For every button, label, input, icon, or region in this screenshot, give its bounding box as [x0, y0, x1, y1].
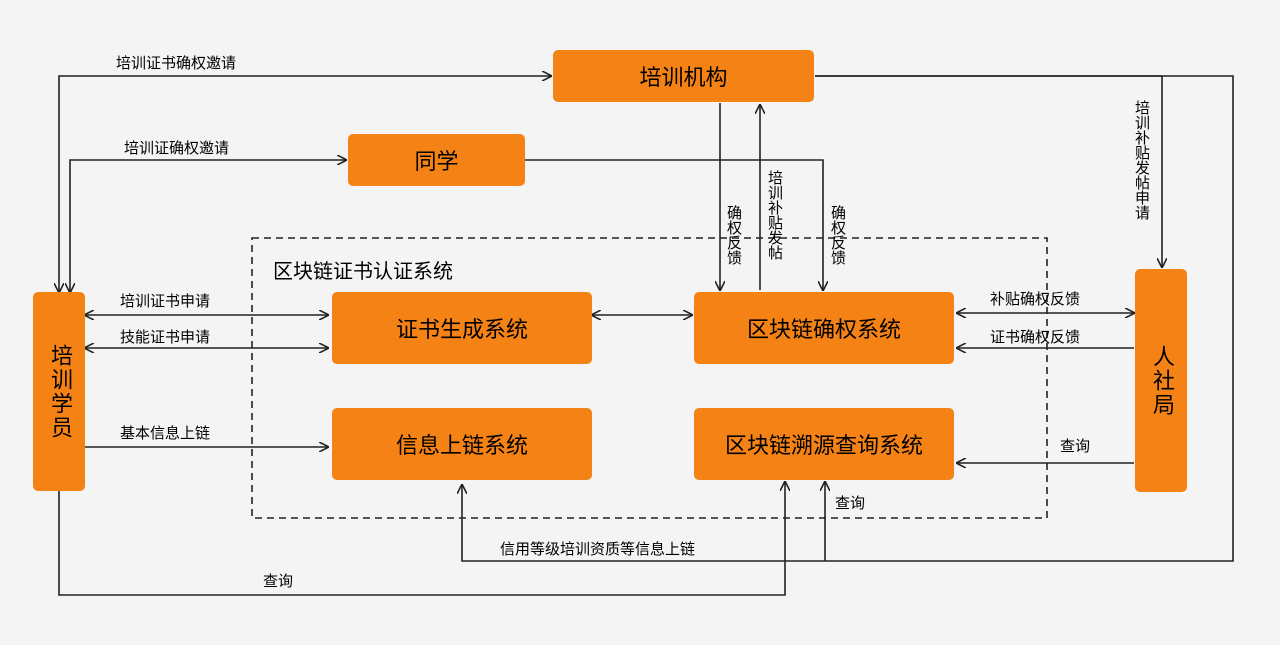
label-credit-info-upload: 信用等级培训资质等信息上链 [500, 540, 696, 558]
label-cert-confirm-feedback: 证书确权反馈 [990, 328, 1081, 346]
node-cert-gen: 证书生成系统 [332, 292, 592, 364]
label-query-trainee: 查询 [263, 572, 294, 590]
system-boundary-box [251, 237, 1048, 519]
label-subsidy-apply: 培训补贴发帖申请 [1133, 100, 1151, 220]
label-confirm-feedback-1: 确权反馈 [725, 205, 743, 265]
node-info-upload: 信息上链系统 [332, 408, 592, 480]
arrow-cert-confirm-invite [59, 76, 551, 292]
arrow-credit-info-upload [462, 75, 1234, 562]
label-subsidy-issue: 培训补贴发帖 [766, 170, 784, 260]
label-cert-confirm-invite2: 培训证确权邀请 [124, 139, 230, 157]
arrow-query-trainee [58, 482, 785, 596]
label-cert-confirm-invite: 培训证书确权邀请 [116, 54, 237, 72]
label-skill-cert-apply: 技能证书申请 [120, 328, 211, 346]
arrow-cert-confirm-invite2 [70, 160, 346, 292]
node-chain-confirm: 区块链确权系统 [694, 292, 954, 364]
label-query-inst: 查询 [835, 494, 866, 512]
node-classmate: 同学 [348, 134, 525, 186]
label-subsidy-confirm-feedback: 补贴确权反馈 [990, 290, 1081, 308]
label-basic-info-upload: 基本信息上链 [120, 424, 211, 442]
node-training-institution: 培训机构 [553, 50, 814, 102]
label-query-hr: 查询 [1060, 437, 1091, 455]
label-confirm-feedback-2: 确权反馈 [829, 205, 847, 265]
arrow-confirm-feedback-2 [525, 159, 823, 290]
system-boundary-title: 区块链证书认证系统 [273, 259, 453, 283]
node-hr-bureau: 人社局 [1135, 269, 1187, 492]
node-trainee: 培训学员 [33, 292, 85, 491]
node-chain-trace: 区块链溯源查询系统 [694, 408, 954, 480]
label-training-cert-apply: 培训证书申请 [120, 292, 211, 310]
